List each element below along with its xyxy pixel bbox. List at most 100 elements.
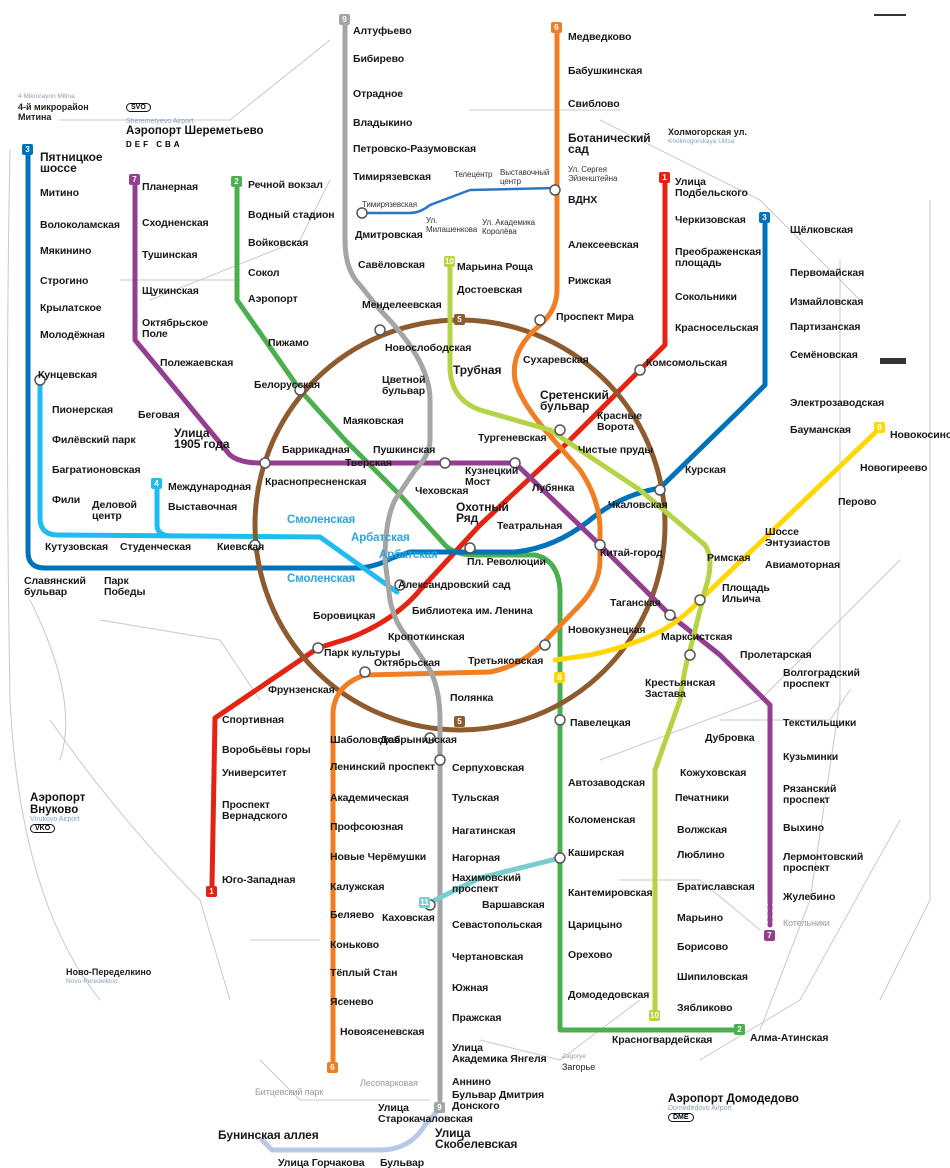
station-label[interactable]: Лермонтовский проспект <box>783 851 864 874</box>
station-label[interactable]: Шаболовская <box>330 734 401 746</box>
station-label[interactable]: Дубровка <box>705 732 755 744</box>
station-label[interactable]: Фили <box>52 494 81 506</box>
station-label[interactable]: Свиблово <box>568 98 620 110</box>
ground-transport-route[interactable] <box>619 879 761 931</box>
station-label[interactable]: Бунинская аллея <box>218 1128 319 1142</box>
station-label[interactable]: Владыкино <box>353 117 413 129</box>
station-label[interactable]: Тульская <box>452 792 500 804</box>
station-label[interactable]: Новые Черёмушки <box>330 851 427 863</box>
interchange-node[interactable] <box>374 324 386 336</box>
station-label[interactable]: Рязанский проспект <box>783 783 837 806</box>
station-label[interactable]: Молодёжная <box>40 329 105 341</box>
station-label[interactable]: Выставочная <box>168 501 238 513</box>
interchange-node[interactable] <box>554 714 566 726</box>
station-label[interactable]: Тургеневская <box>478 432 547 444</box>
station-label[interactable]: Аннино <box>452 1076 491 1088</box>
station-label[interactable]: Чкаловская <box>608 499 668 511</box>
interchange-node[interactable] <box>434 754 446 766</box>
station-label[interactable]: Цветной бульвар <box>382 374 426 397</box>
station-label[interactable]: Автозаводская <box>568 777 645 789</box>
station-label[interactable]: Электрозаводская <box>790 397 885 409</box>
ground-transport-route[interactable] <box>59 39 331 121</box>
station-label[interactable]: Новокузнецкая <box>568 624 646 636</box>
station-label[interactable]: Таганская <box>610 597 661 609</box>
ground-transport-route[interactable] <box>759 259 841 1031</box>
station-label[interactable]: Площадь Ильича <box>722 582 770 605</box>
station-label[interactable]: Сходненская <box>142 217 209 229</box>
station-label[interactable]: Университет <box>222 767 287 779</box>
station-label[interactable]: Павелецкая <box>570 717 631 729</box>
station-label[interactable]: Печатники <box>675 792 729 804</box>
station-label[interactable]: Севастопольская <box>452 919 543 931</box>
station-label[interactable]: Сухаревская <box>523 354 589 366</box>
station-label[interactable]: Кантемировская <box>568 887 653 899</box>
interchange-node[interactable] <box>359 666 371 678</box>
ground-transport-route[interactable] <box>49 719 231 1001</box>
station-label[interactable]: Аэропорт <box>248 293 298 305</box>
interchange-node[interactable] <box>509 457 521 469</box>
station-label[interactable]: Коломенская <box>568 814 636 826</box>
station-label[interactable]: Пижамо <box>268 337 309 349</box>
station-label[interactable]: Марьино <box>677 912 724 924</box>
station-label[interactable]: Нагатинская <box>452 825 516 837</box>
ground-transport-route[interactable] <box>599 559 901 761</box>
station-label[interactable]: Измайловская <box>790 296 864 308</box>
station-label[interactable]: Ботанический сад <box>568 131 651 156</box>
station-label[interactable]: Бабушкинская <box>568 65 643 77</box>
station-label[interactable]: Ул. Сергея Эйзенштейна <box>568 165 618 183</box>
station-label[interactable]: Ул. Академика Королёва <box>482 218 536 236</box>
station-label[interactable]: Арбатская <box>351 532 410 544</box>
station-label[interactable]: Лесопарковая <box>360 1078 418 1088</box>
interchange-node[interactable] <box>554 424 566 436</box>
ground-transport-route[interactable] <box>879 199 931 1001</box>
station-label[interactable]: Нахимовский проспект <box>452 872 521 895</box>
line-9-serpukhovsko-timiryazevskaya[interactable] <box>342 22 443 1103</box>
station-label[interactable]: Трубная <box>453 363 502 377</box>
station-label[interactable]: Чеховская <box>415 485 469 497</box>
station-label[interactable]: Красносельская <box>675 322 759 334</box>
station-label[interactable]: Красногвардейская <box>612 1034 713 1046</box>
station-label[interactable]: Кутузовская <box>45 541 109 553</box>
station-label[interactable]: Шипиловская <box>677 971 748 983</box>
interchange-node[interactable] <box>34 374 46 386</box>
station-label[interactable]: Чистые пруды <box>578 444 654 456</box>
line-1-sokolnicheskaya[interactable] <box>209 175 668 888</box>
station-label[interactable]: Кузьминки <box>783 751 839 763</box>
station-label[interactable]: Китай-город <box>600 547 663 559</box>
station-label[interactable]: Царицыно <box>568 919 623 931</box>
interchange-node[interactable] <box>294 384 306 396</box>
station-label[interactable]: Парк Победы <box>104 575 146 598</box>
station-label[interactable]: Октябрьское Поле <box>142 317 209 340</box>
station-label[interactable]: Кожуховская <box>680 767 747 779</box>
station-label[interactable]: Александровский сад <box>398 579 511 591</box>
station-label[interactable]: Комсомольская <box>646 357 728 369</box>
station-label[interactable]: Новокосино <box>890 429 950 441</box>
station-label[interactable]: Академическая <box>330 792 409 804</box>
station-label[interactable]: Тверская <box>345 457 392 469</box>
station-label[interactable]: Третьяковская <box>468 655 544 667</box>
station-label[interactable]: Марьина Роща <box>457 261 533 273</box>
interchange-node[interactable] <box>424 732 436 744</box>
station-label[interactable]: Славянский бульвар <box>24 575 86 598</box>
station-label[interactable]: Выставочный центр <box>500 168 550 186</box>
station-label[interactable]: Краснопресненская <box>265 476 367 488</box>
station-label[interactable]: Мякинино <box>40 245 92 257</box>
station-label[interactable]: Авиамоторная <box>765 559 841 571</box>
station-label[interactable]: Калужская <box>330 881 385 893</box>
station-label[interactable]: Пражская <box>452 1012 502 1024</box>
station-label[interactable]: Международная <box>168 481 252 493</box>
station-label[interactable]: Бибирево <box>353 53 405 65</box>
station-label[interactable]: Марксистская <box>661 631 733 643</box>
station-label[interactable]: Полянка <box>450 692 494 704</box>
station-label[interactable]: Люблино <box>677 849 725 861</box>
station-label[interactable]: Боровицкая <box>313 610 376 622</box>
interchange-node[interactable] <box>534 314 546 326</box>
station-label[interactable]: Первомайская <box>790 267 865 279</box>
station-label[interactable]: Битцевский парк <box>255 1087 324 1097</box>
ground-transport-route[interactable] <box>699 819 901 1061</box>
station-label[interactable]: Зябликово <box>677 1002 733 1014</box>
station-label[interactable]: ВДНХ <box>568 194 598 206</box>
station-label[interactable]: Улица Подбельского <box>675 176 748 199</box>
station-label[interactable]: Войковская <box>248 237 309 249</box>
station-label[interactable]: Менделеевская <box>362 299 442 311</box>
